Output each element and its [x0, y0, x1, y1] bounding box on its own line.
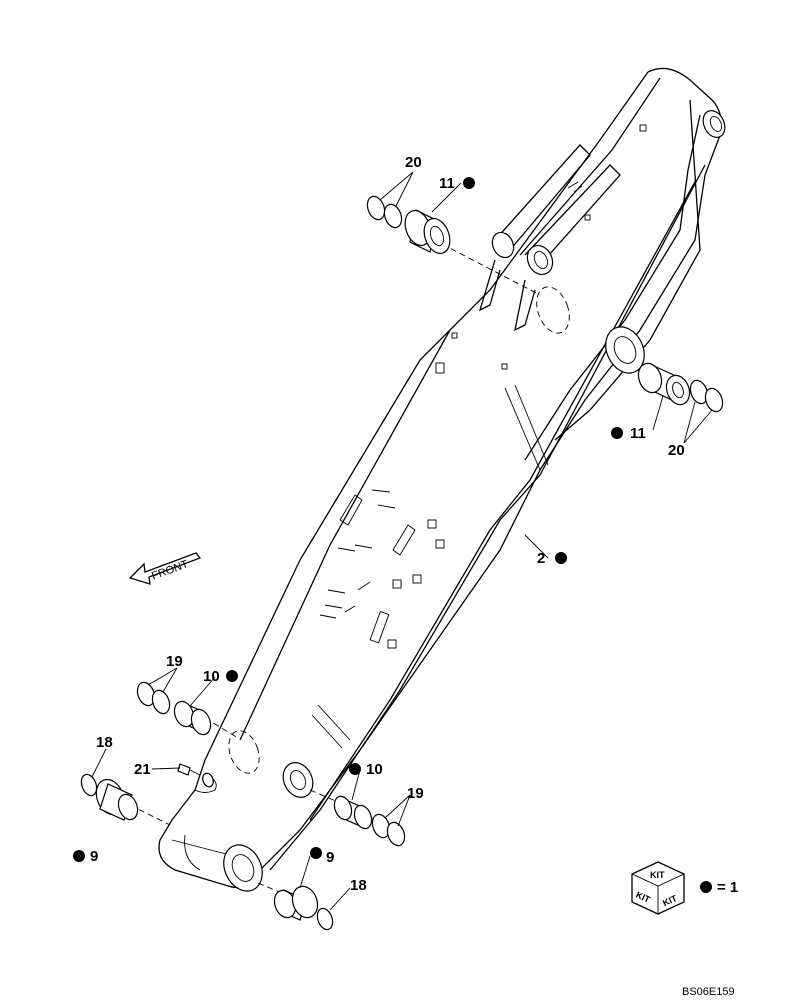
- axis-line-10-left: [204, 717, 239, 739]
- shim-20-right: [689, 379, 724, 413]
- callout-19-right: 19: [407, 785, 424, 802]
- callout-11-right: 11: [630, 425, 646, 442]
- bushing-11-right: [637, 362, 691, 406]
- kit-dot-10-left: [226, 670, 238, 682]
- bushing-10-right: [333, 795, 373, 830]
- callout-20-right: 20: [668, 442, 685, 459]
- kit-dot-9-left: [73, 850, 85, 862]
- kit-legend-dot: [700, 881, 712, 893]
- callout-18-left: 18: [96, 734, 113, 751]
- front-label: FRONT: [150, 558, 190, 582]
- kit-dot-2: [555, 552, 567, 564]
- bushing-9-right: [273, 885, 319, 921]
- kit-box-left-text: KIT: [634, 890, 652, 905]
- axis-line-9-left: [129, 804, 171, 826]
- callout-18-right: 18: [350, 877, 367, 894]
- callout-labels: 20 11 11 20 2 19 10 18 21 10 19 9 9 18: [73, 154, 685, 894]
- callout-10-left: 10: [203, 668, 220, 685]
- boom-body: [158, 67, 726, 892]
- hidden-bore-upper: [536, 286, 570, 334]
- bushing-9-left: [95, 778, 139, 821]
- grease-fitting-21: [177, 763, 214, 788]
- kit-dot-11-top: [463, 177, 475, 189]
- leader-lines: [91, 171, 713, 911]
- bushing-11-top: [404, 209, 451, 255]
- callout-21: 21: [134, 761, 151, 778]
- kit-dot-11-right: [611, 427, 623, 439]
- kit-box-top-text: KIT: [650, 870, 665, 880]
- kit-legend-equals: = 1: [717, 879, 738, 896]
- shim-19-right: [371, 813, 406, 847]
- front-direction-arrow: FRONT: [128, 552, 202, 585]
- callout-9-left: 9: [90, 848, 98, 865]
- callout-11-top: 11: [439, 175, 455, 192]
- kit-legend: KIT KIT KIT = 1: [631, 861, 738, 915]
- callout-19-left: 19: [166, 653, 183, 670]
- kit-dot-10-right: [349, 763, 361, 775]
- shim-19-left: [136, 681, 171, 715]
- callout-20-top: 20: [405, 154, 422, 171]
- callout-2: 2: [537, 550, 545, 567]
- kit-dot-9-right: [310, 847, 322, 859]
- callout-10-right: 10: [366, 761, 383, 778]
- hidden-bore-lower: [228, 730, 260, 774]
- callout-9-right: 9: [326, 849, 334, 866]
- shim-18-right: [316, 907, 334, 931]
- drawing-code: BS06E159: [682, 986, 735, 998]
- axis-line-11-top: [441, 243, 541, 296]
- bushing-10-left: [173, 700, 212, 736]
- shim-20-top: [366, 195, 403, 229]
- shim-18-left: [80, 773, 98, 797]
